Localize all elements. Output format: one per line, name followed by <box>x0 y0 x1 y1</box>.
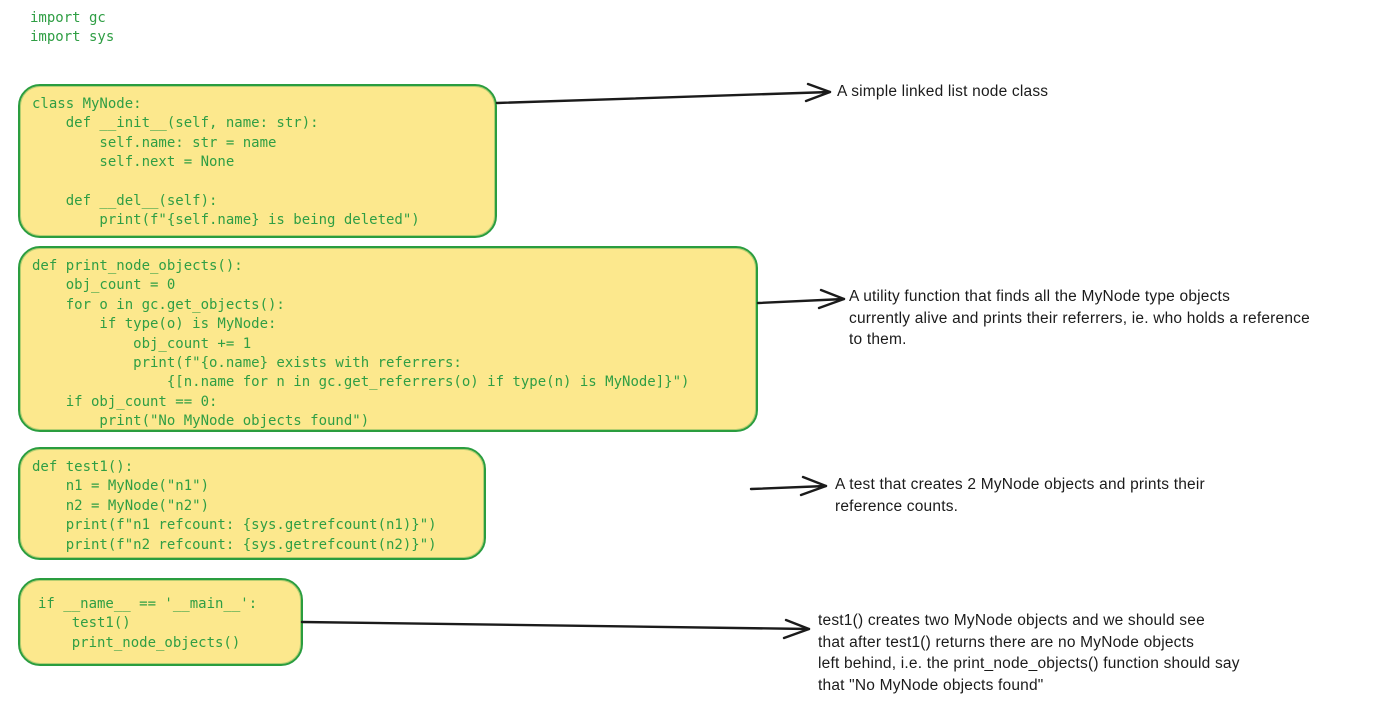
arrow-to-utility-note <box>756 288 846 310</box>
code-box-main-guard: if __name__ == '__main__': test1() print… <box>18 578 303 666</box>
code-main-guard: if __name__ == '__main__': test1() print… <box>38 596 258 651</box>
code-print-node-objects: def print_node_objects(): obj_count = 0 … <box>32 258 690 430</box>
annotation-main: test1() creates two MyNode objects and w… <box>818 612 1240 694</box>
code-box-test1: def test1(): n1 = MyNode("n1") n2 = MyNo… <box>18 447 486 560</box>
annotation-utility-function: A utility function that finds all the My… <box>849 288 1310 348</box>
arrow-to-node-class-note <box>495 82 832 105</box>
code-test1: def test1(): n1 = MyNode("n1") n2 = MyNo… <box>32 459 437 553</box>
arrow-to-main-note <box>300 618 811 640</box>
annotation-node-class: A simple linked list node class <box>837 83 1049 100</box>
imports-code: import gc import sys <box>30 10 115 46</box>
code-class-mynode: class MyNode: def __init__(self, name: s… <box>32 96 420 229</box>
code-box-print-node-objects: def print_node_objects(): obj_count = 0 … <box>18 246 758 432</box>
arrow-to-test-note <box>749 475 828 497</box>
code-box-class-mynode: class MyNode: def __init__(self, name: s… <box>18 84 497 238</box>
annotation-test: A test that creates 2 MyNode objects and… <box>835 476 1205 515</box>
